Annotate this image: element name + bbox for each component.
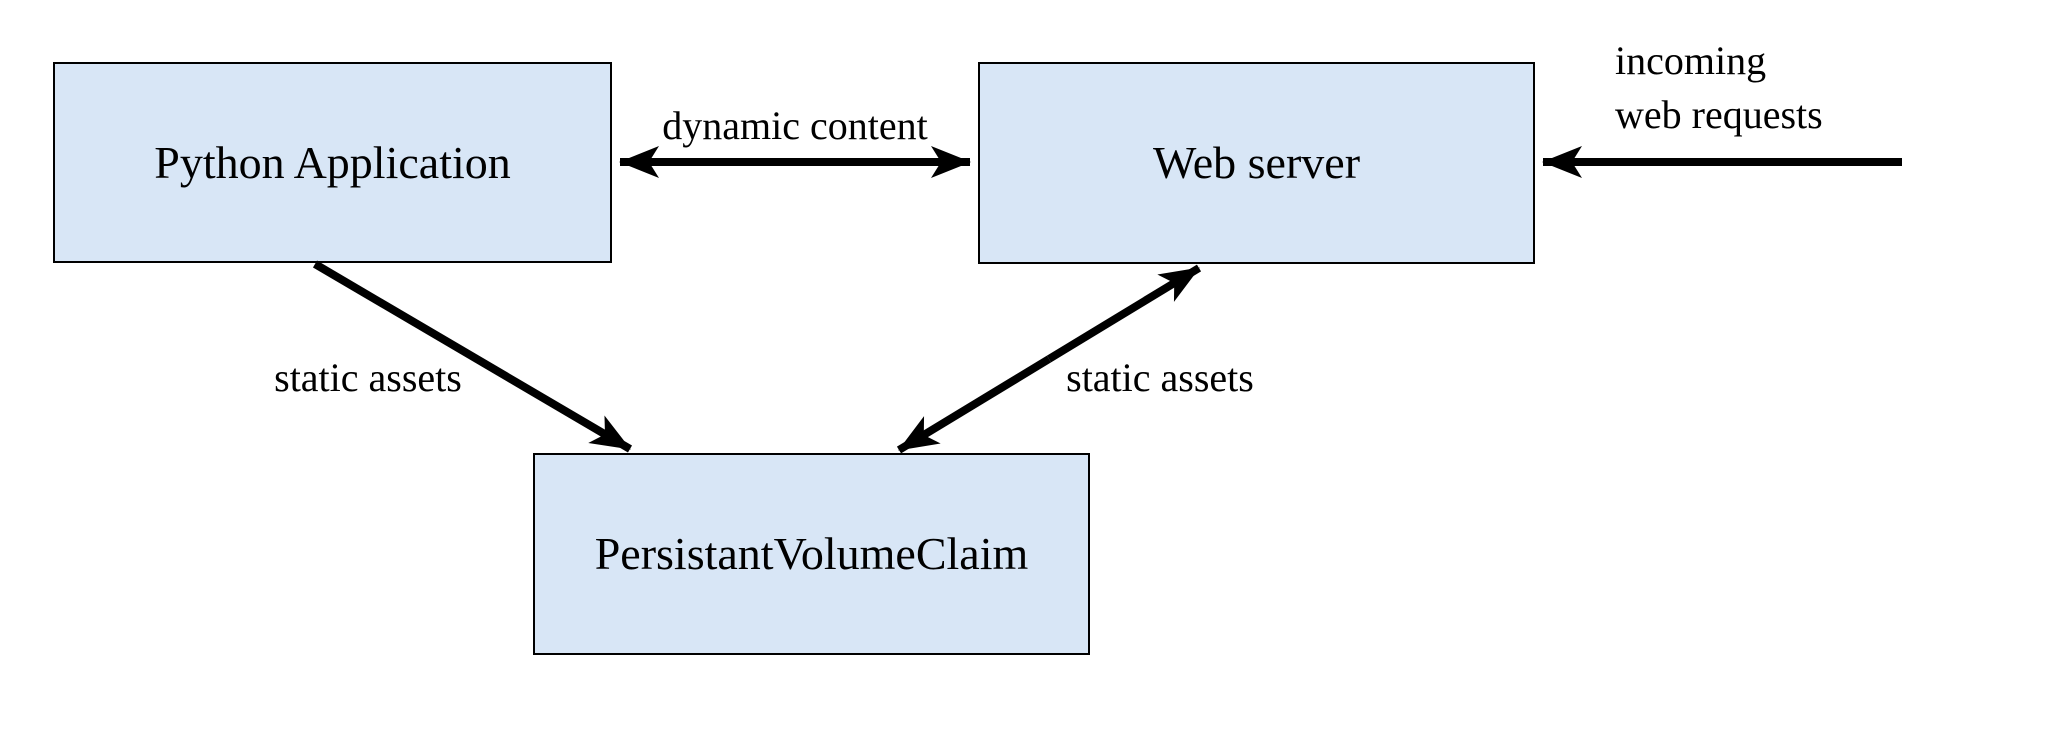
node-persistant-volume-claim-label: PersistantVolumeClaim: [594, 528, 1029, 579]
node-python-application: Python Application: [53, 62, 612, 263]
edge-label-dynamic-content: dynamic content: [662, 103, 928, 148]
edge-label-incoming-line2: web requests: [1615, 92, 1823, 137]
node-python-application-label: Python Application: [154, 136, 511, 188]
node-web-server: Web server: [978, 62, 1535, 264]
node-web-server-label: Web server: [1152, 137, 1361, 188]
edge-label-incoming-line1: incoming: [1615, 38, 1767, 83]
edge-label-static-assets-left: static assets: [274, 355, 462, 400]
edge-label-incoming-web-requests: incoming web requests: [1615, 34, 1823, 142]
edge-label-static-assets-right: static assets: [1066, 355, 1254, 400]
node-persistant-volume-claim: PersistantVolumeClaim: [533, 453, 1090, 655]
